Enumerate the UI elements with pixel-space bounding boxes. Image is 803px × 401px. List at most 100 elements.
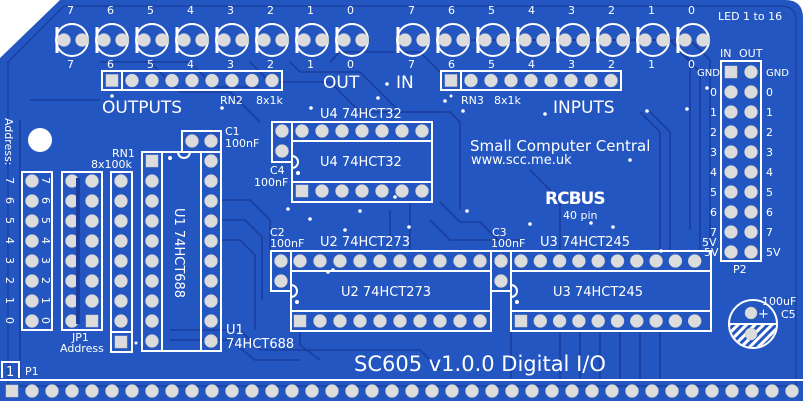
c3-value: 100nF <box>491 237 525 250</box>
u2-pad-bottom <box>413 314 427 328</box>
p2-out-label: 2 <box>766 126 773 139</box>
via <box>461 109 465 113</box>
via <box>393 195 397 199</box>
u3-pad-top <box>552 254 567 268</box>
via <box>589 221 593 225</box>
jp1-ref: JP1 <box>71 331 89 344</box>
via <box>286 207 290 211</box>
rcbus-pins: 40 pin <box>563 209 598 222</box>
p1-pad <box>365 384 379 398</box>
rcbus-logo: RCBUS <box>545 189 605 209</box>
via <box>543 112 547 116</box>
led-out-top-number: 7 <box>67 4 74 17</box>
company-website: www.scc.me.uk <box>471 153 572 168</box>
led-out-bottom-number: 1 <box>307 58 314 71</box>
address-bit-pad <box>25 174 39 188</box>
led-pad-anode <box>416 33 430 47</box>
c3-pad <box>494 274 508 288</box>
p2-pad-in <box>724 225 738 239</box>
address-bit-pad <box>25 274 39 288</box>
u3-pad-bottom <box>572 314 586 328</box>
via <box>343 228 347 232</box>
c1-pad <box>204 134 218 148</box>
p1-pad <box>485 384 499 398</box>
p1-pads <box>5 384 799 398</box>
u3-pad-top <box>610 254 625 268</box>
p2-in-label: 0 <box>710 86 717 99</box>
led-pad-anode <box>195 33 209 47</box>
u2-pad-bottom <box>313 314 327 328</box>
u1-part: 74HCT688 <box>226 337 294 352</box>
u1-ref: U1 <box>226 323 244 338</box>
inputs-label: INPUTS <box>553 98 615 118</box>
u1-body-label: U1 74HCT688 <box>171 208 186 298</box>
c2-ref: C2 <box>270 226 285 239</box>
p1-pad <box>725 384 739 398</box>
p2-pad-out <box>744 165 758 179</box>
c1-pad <box>185 134 199 148</box>
c5-hatch <box>730 324 776 347</box>
p1-pin1-marker-box <box>1 361 20 378</box>
rn3-pads <box>444 73 618 88</box>
p1-pad <box>445 384 459 398</box>
u1-pad-right <box>204 334 218 348</box>
via <box>308 217 312 221</box>
c4-value: 100nF <box>254 176 288 189</box>
address-side-bit-label: 0 <box>3 317 16 324</box>
led-pad-cathode <box>478 33 492 47</box>
led-out-top-number: 0 <box>347 4 354 17</box>
u4-pad-bottom <box>315 184 329 198</box>
address-side-bit-label: 7 <box>3 177 16 184</box>
p2-in-label: 2 <box>710 126 717 139</box>
address-side-bit-label: 4 <box>3 237 16 244</box>
via <box>309 106 313 110</box>
u4-pin1-pad <box>295 184 309 198</box>
p2-out-label: GND <box>766 68 789 79</box>
rn1-outline <box>110 171 133 353</box>
rn3-outline <box>440 70 622 91</box>
copper-trace <box>299 331 321 361</box>
p1-pad <box>325 384 339 398</box>
u3-pad-top <box>649 254 663 268</box>
led-in-bottom-number: 4 <box>528 58 535 71</box>
p1-pad <box>105 384 119 398</box>
u2-pad-top <box>373 254 387 268</box>
rn3-pad <box>544 73 558 88</box>
jp1-pads <box>65 174 99 328</box>
rn2-pads <box>105 73 279 88</box>
led-in-bottom-number: 7 <box>408 58 415 71</box>
u2-pad-top <box>313 254 327 268</box>
u4-top-label: U4 74HCT32 <box>320 107 402 122</box>
u4-pads <box>295 124 429 198</box>
u1-pad-left <box>145 254 159 268</box>
led-out-top-number: 2 <box>267 4 274 17</box>
via <box>611 225 615 229</box>
u3-pad-top <box>514 254 528 268</box>
u4-pad-top <box>375 124 389 138</box>
rn2-pin1-dot <box>110 94 114 98</box>
led-out-bottom-number: 6 <box>107 58 114 71</box>
p1-pad <box>85 384 99 398</box>
rn3-pad <box>564 73 578 88</box>
address-bit-pad <box>25 194 39 208</box>
u2-pad-top <box>353 254 367 268</box>
u1-pin1-dot <box>168 156 172 160</box>
p1-pad <box>145 384 159 398</box>
address-bit-label: 3 <box>39 257 52 264</box>
address-bit-label: 1 <box>39 297 52 304</box>
p1-pad <box>565 384 579 398</box>
u1-pad-left <box>145 234 159 248</box>
rn2-ref: RN2 <box>220 94 243 107</box>
p2-out-label: 5 <box>766 186 773 199</box>
p2-in-label: 1 <box>710 106 717 119</box>
u4-pad-top <box>395 124 409 138</box>
p2-pad-out <box>744 225 758 239</box>
led-out-bottom-number: 7 <box>67 58 74 71</box>
rn2-value: 8x1k <box>256 94 284 107</box>
via <box>465 209 469 213</box>
rn1-pad <box>114 274 128 288</box>
c4-pads <box>275 124 289 158</box>
via <box>358 209 362 213</box>
rn1-pad <box>114 254 128 268</box>
